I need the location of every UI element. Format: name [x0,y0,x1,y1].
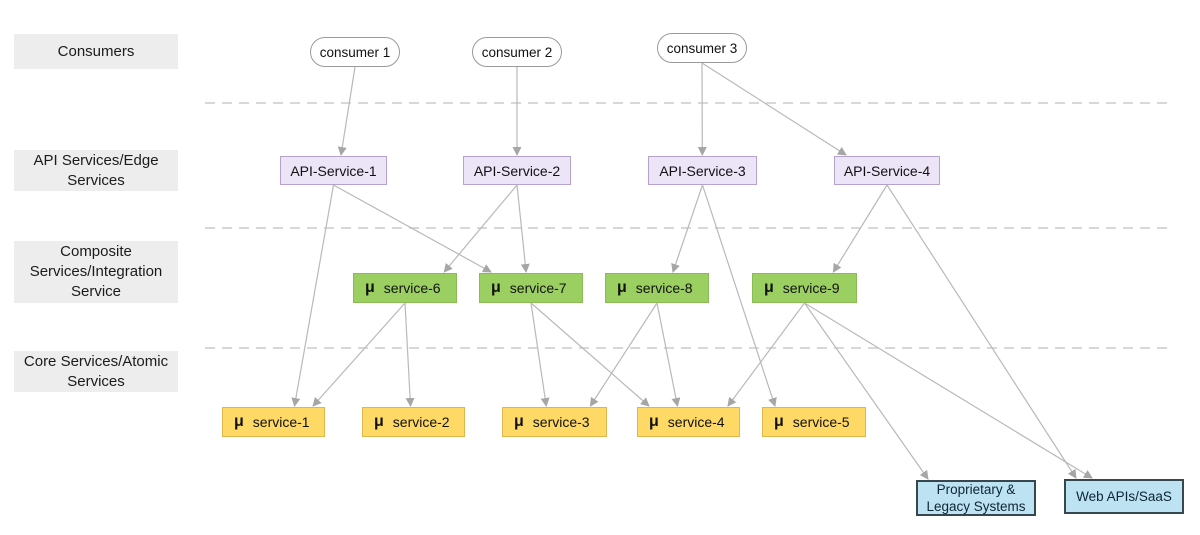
micro-icon: μ [491,279,501,296]
edge-service-6-to-service-2 [404,302,415,407]
node-service-1[interactable]: μ service-1 [222,407,325,437]
node-label: API-Service-1 [290,162,377,179]
node-consumer-3[interactable]: consumer 3 [657,33,747,63]
node-service-5[interactable]: μ service-5 [762,407,866,437]
node-service-8[interactable]: μ service-8 [605,273,709,303]
edge-consumer-3-to-api-service-4 [701,62,847,156]
edge-service-9-to-legacy-systems [804,302,929,480]
node-service-6[interactable]: μ service-6 [353,273,457,303]
row-label-consumers: Consumers [14,34,178,69]
node-label: service-6 [383,280,441,296]
edge-service-9-to-web-apis [804,302,1093,479]
micro-icon: μ [764,279,774,296]
edge-service-7-to-service-3 [530,302,550,407]
node-label: service-7 [509,280,567,296]
micro-icon: μ [774,413,784,430]
node-label: Proprietary & Legacy Systems [926,482,1026,514]
micro-icon: μ [649,413,659,430]
node-consumer-2[interactable]: consumer 2 [472,37,562,67]
node-label: service-4 [667,414,725,430]
edge-api-service-3-to-service-8 [671,184,704,273]
node-label: consumer 3 [666,40,738,56]
micro-icon: μ [617,279,627,296]
edge-api-service-2-to-service-7 [516,184,530,273]
edge-api-service-4-to-web-apis [886,184,1077,479]
node-service-3[interactable]: μ service-3 [502,407,607,437]
edge-api-service-2-to-service-6 [443,184,518,273]
row-label-composite-services: Composite Services/Integration Service [14,241,178,303]
node-label: API-Service-4 [843,162,931,179]
node-service-7[interactable]: μ service-7 [479,273,583,303]
edge-api-service-3-to-service-5 [701,184,777,407]
edge-api-service-1-to-service-1 [291,184,335,407]
edge-service-8-to-service-3 [589,302,658,407]
edge-api-service-1-to-service-7 [333,184,492,273]
node-label: API-Service-2 [473,162,561,179]
node-api-service-4[interactable]: API-Service-4 [834,156,940,185]
node-api-service-2[interactable]: API-Service-2 [463,156,571,185]
edge-api-service-4-to-service-9 [832,184,888,273]
node-label: service-5 [792,414,850,430]
node-legacy-systems[interactable]: Proprietary & Legacy Systems [916,480,1036,516]
node-service-4[interactable]: μ service-4 [637,407,740,437]
edge-service-6-to-service-1 [312,302,406,407]
node-service-2[interactable]: μ service-2 [362,407,465,437]
node-service-9[interactable]: μ service-9 [752,273,857,303]
node-label: consumer 2 [481,44,553,60]
row-label-api-services: API Services/Edge Services [14,150,178,191]
node-web-apis[interactable]: Web APIs/SaaS [1064,479,1184,514]
node-consumer-1[interactable]: consumer 1 [310,37,400,67]
micro-icon: μ [374,413,384,430]
node-label: Web APIs/SaaS [1076,489,1172,504]
node-label: service-1 [252,414,310,430]
node-label: service-9 [782,280,840,296]
micro-icon: μ [365,279,375,296]
edge-service-8-to-service-4 [656,302,681,407]
edge-consumer-1-to-api-service-1 [337,66,356,156]
node-label: API-Service-3 [659,162,746,179]
micro-icon: μ [514,413,524,430]
node-label: service-8 [635,280,693,296]
node-label: service-3 [532,414,590,430]
micro-icon: μ [234,413,244,430]
edge-service-7-to-service-4 [530,302,650,407]
node-api-service-1[interactable]: API-Service-1 [280,156,387,185]
node-api-service-3[interactable]: API-Service-3 [648,156,757,185]
node-label: consumer 1 [319,44,391,60]
node-label: service-2 [392,414,450,430]
row-label-core-services: Core Services/Atomic Services [14,351,178,392]
edge-service-9-to-service-4 [727,302,805,407]
